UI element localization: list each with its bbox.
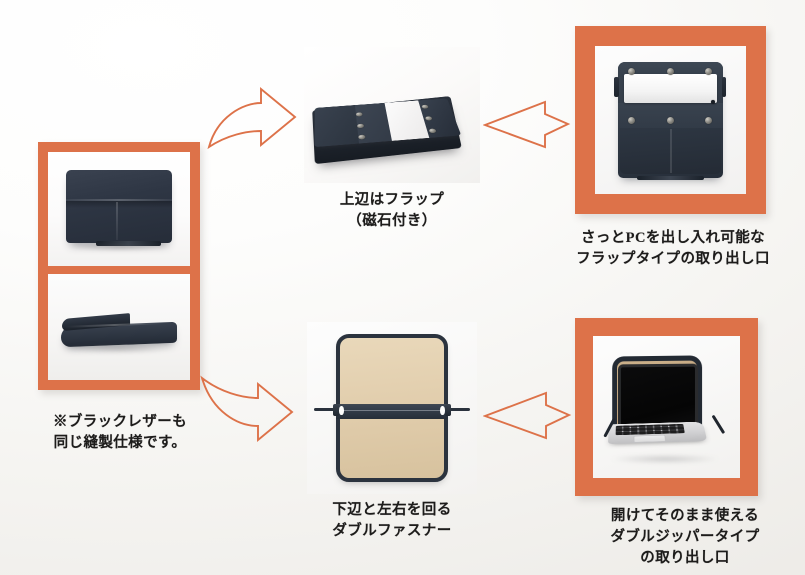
photo-sleeve-side-view — [48, 274, 190, 380]
caption-zipper-detail: 下辺と左右を回る ダブルファスナー — [332, 502, 452, 540]
flap-shadow — [66, 200, 172, 208]
zipper-notch-right — [440, 406, 445, 415]
white-insert-panel — [623, 73, 717, 103]
accent-dot-icon — [710, 100, 715, 105]
caption-flap-detail: 上辺はフラップ （磁石付き） — [339, 192, 445, 230]
zipper-slider-left — [333, 403, 340, 416]
flap-mid-panel — [617, 102, 724, 129]
side-tab-left — [614, 77, 619, 97]
magnet-stud-icon — [424, 115, 432, 121]
front-pocket-panel — [619, 128, 722, 175]
caption-flap-opening: さっとPCを出し入れ可能な フラップタイプの取り出し口 — [576, 230, 770, 268]
arrow-straight-right-bottom — [483, 391, 572, 440]
zipper-strip — [95, 241, 162, 247]
photo-gap-divider — [38, 266, 200, 274]
magnet-stud-icon — [628, 68, 636, 76]
drop-shadow — [62, 343, 178, 353]
photo-flap-open-perspective — [304, 47, 480, 183]
magnet-stud-icon — [628, 116, 636, 124]
caption-zipper-opening: 開けてそのまま使える ダブルジッパータイプ の取り出し口 — [610, 508, 760, 567]
zipper-strip — [636, 175, 705, 180]
magnet-stud-icon — [667, 116, 675, 124]
leather-panel-left — [313, 104, 359, 147]
arrow-curved-right-down — [200, 375, 294, 443]
product-overview-inner — [38, 152, 200, 380]
zipper-teeth-line — [335, 409, 449, 412]
zipper-pull-left — [313, 408, 336, 411]
magnet-stud-icon — [705, 116, 713, 124]
magnet-stud-icon — [356, 123, 365, 128]
magnet-stud-icon — [667, 68, 675, 76]
flap-opening-frame — [575, 26, 766, 214]
drop-shadow — [610, 455, 720, 464]
arrow-curved-right-up — [207, 86, 297, 150]
product-overview-frame — [38, 142, 200, 390]
zipper-opening-inner — [593, 336, 740, 478]
sleeve-body-shape — [66, 170, 172, 247]
photo-sleeve-front-closed — [48, 152, 190, 266]
magnet-stud-icon — [705, 68, 713, 76]
flap-opening-inner — [595, 46, 746, 194]
arrow-straight-right-top — [483, 100, 571, 149]
pocket-divider-line — [670, 129, 673, 174]
laptop-trackpad — [633, 434, 666, 443]
zipper-pull-right — [448, 408, 471, 411]
drop-shadow — [69, 243, 171, 252]
magnet-stud-icon — [420, 104, 429, 109]
zipper-opening-frame — [575, 318, 758, 496]
zipper-band — [335, 403, 449, 420]
zipper-slider-right — [444, 403, 451, 416]
flap-seam-line — [66, 199, 172, 202]
laptop-base — [608, 421, 708, 444]
zipper-notch-left — [339, 406, 344, 415]
photo-sleeve-open-flat-tan — [307, 322, 477, 494]
sleeve-front-body — [614, 62, 727, 180]
caption-product-overview: ※ブラックレザーも 同じ縫製仕様です。 — [52, 414, 188, 452]
pocket-divider-line — [115, 201, 118, 241]
side-tab-right — [722, 77, 727, 97]
magnet-stud-icon — [355, 111, 363, 117]
magnet-stud-icon — [358, 134, 366, 140]
magnet-stud-icon — [427, 127, 436, 133]
laptop-keyboard — [615, 423, 686, 435]
